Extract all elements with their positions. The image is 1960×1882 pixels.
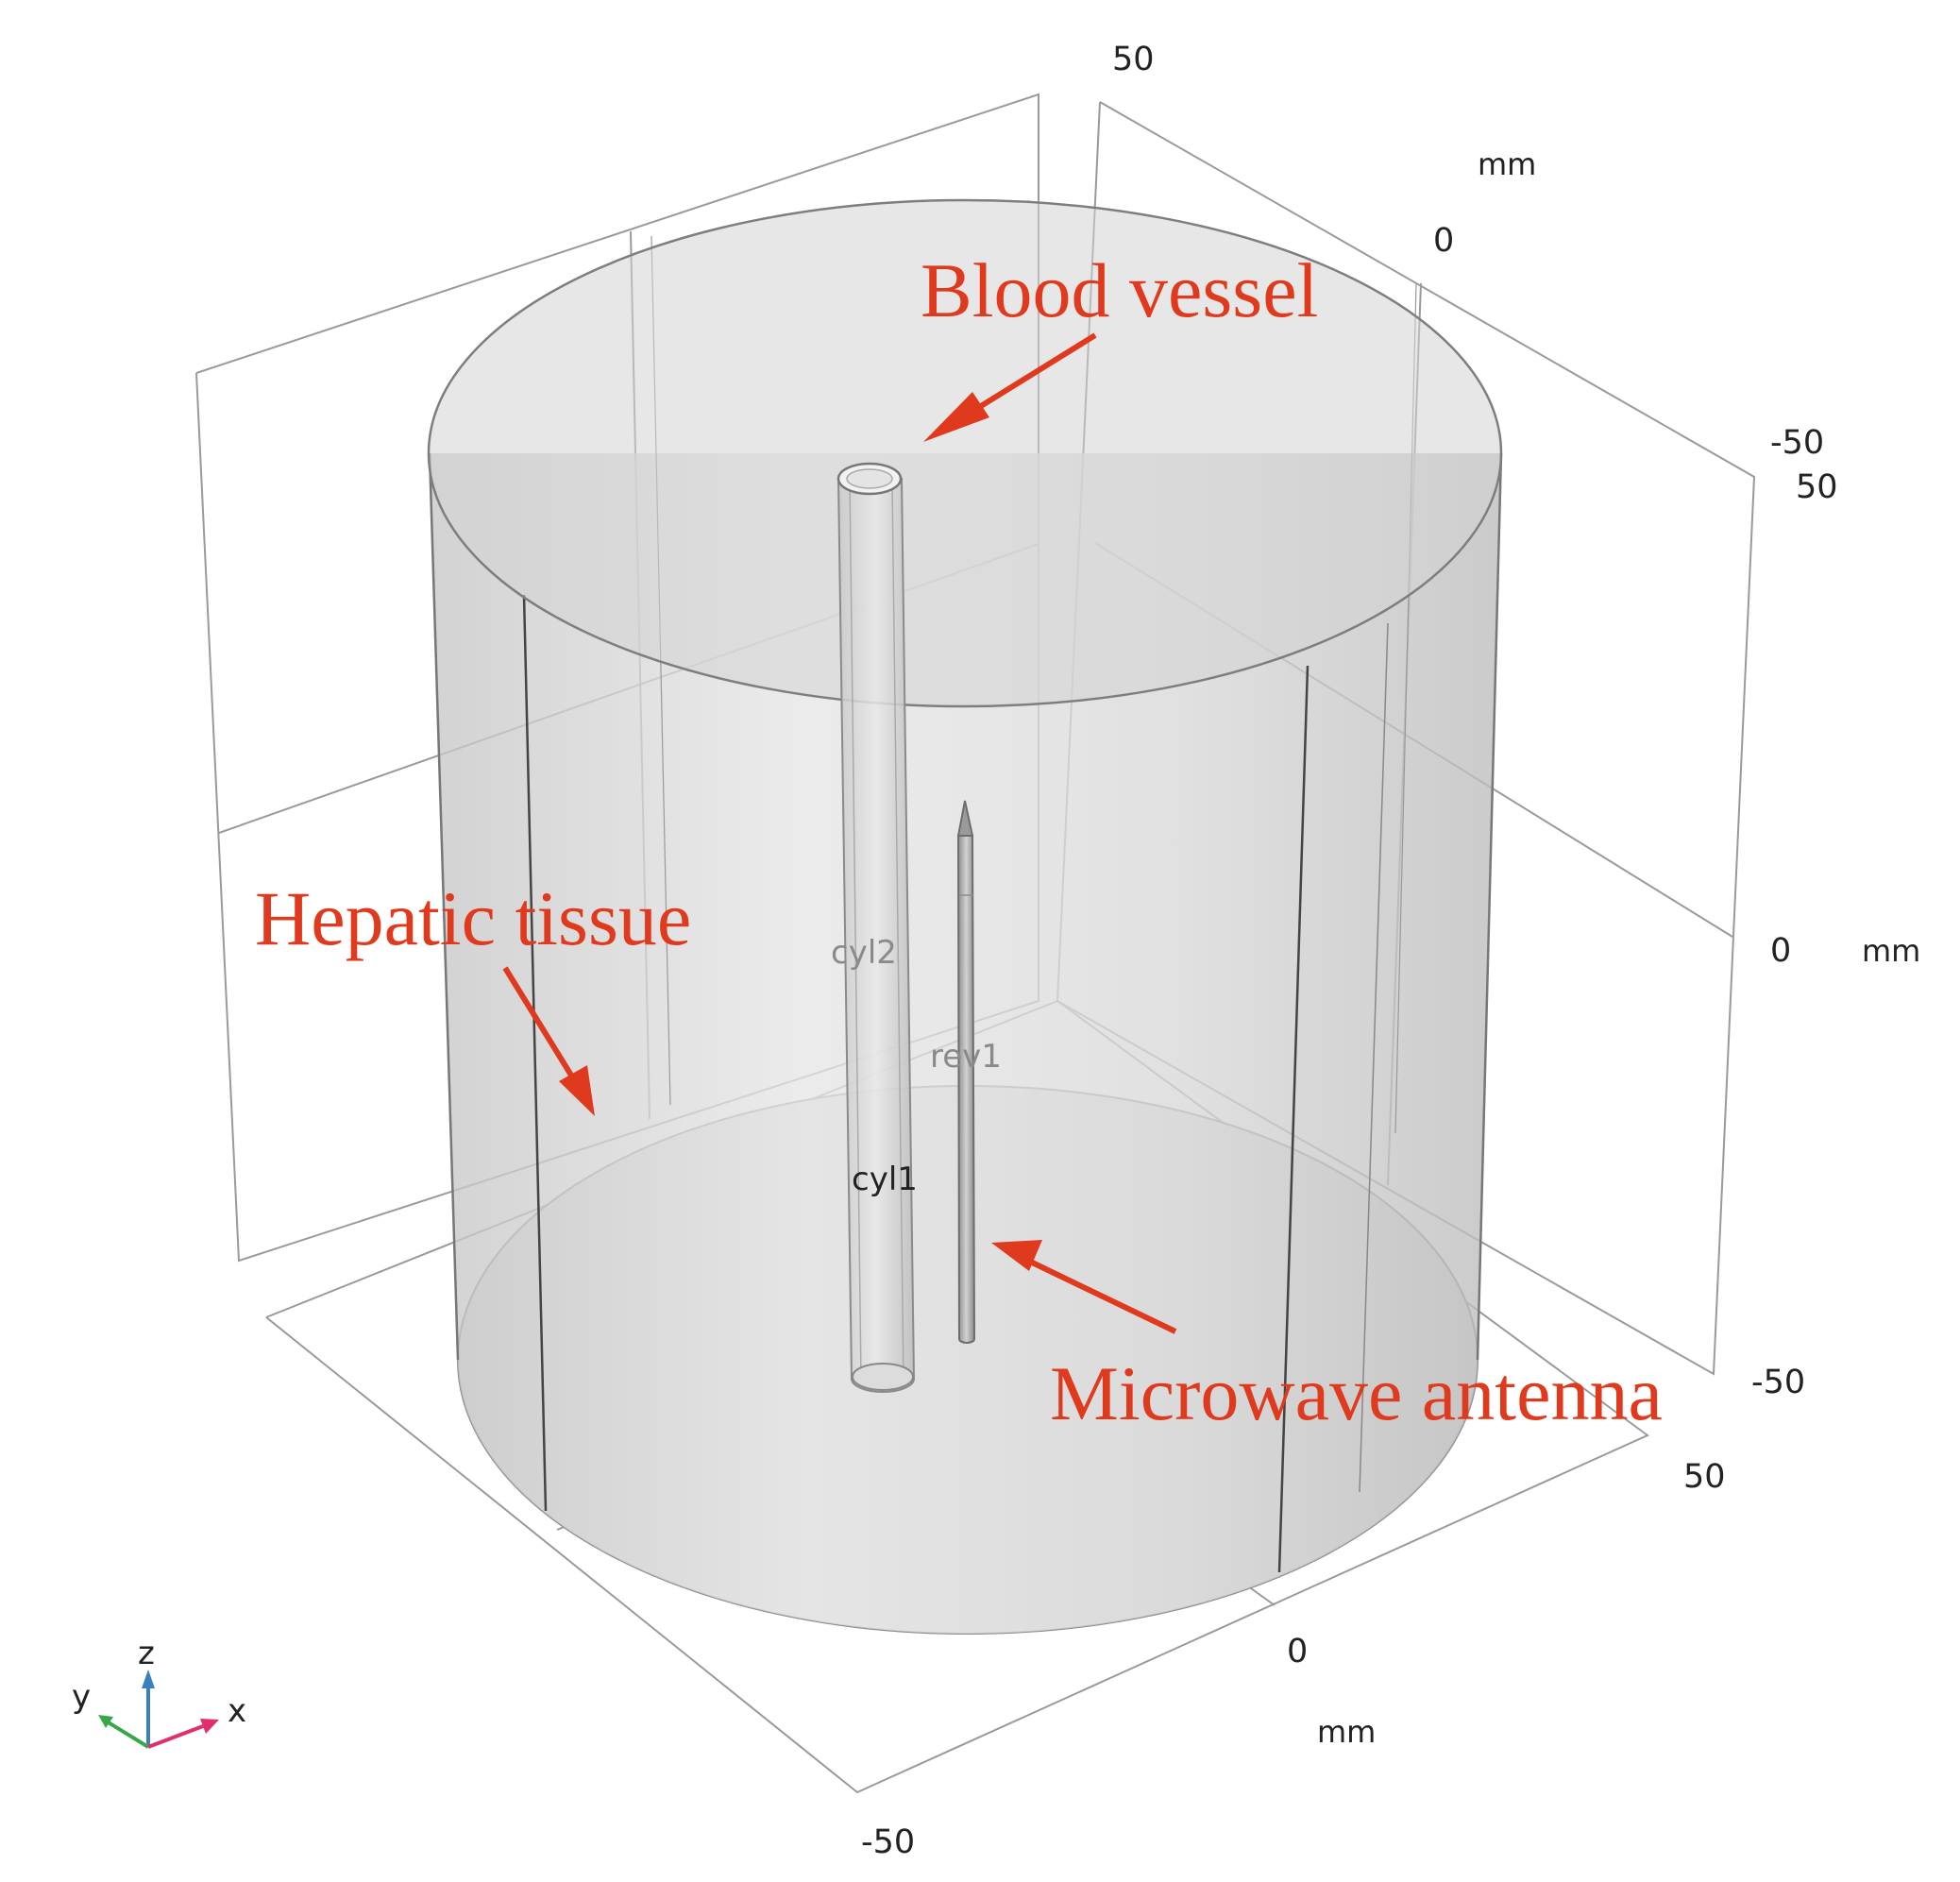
axis-triad: z y x bbox=[72, 1635, 246, 1749]
triad-y-label: y bbox=[72, 1678, 91, 1716]
z-axis-ticks: 50 0 -50 mm bbox=[1751, 468, 1920, 1401]
domain-label-rev1: rev1 bbox=[930, 1038, 1002, 1076]
microwave-antenna-arrow bbox=[1022, 1256, 1177, 1334]
blood-vessel-arrow-head bbox=[923, 392, 989, 442]
y-axis-ticks: -50 0 50 mm bbox=[1112, 41, 1824, 462]
y-tick-label: 50 bbox=[1112, 41, 1155, 78]
x-tick-label: 0 bbox=[1287, 1633, 1308, 1670]
annotation-hepatic-tissue: Hepatic tissue bbox=[255, 875, 691, 961]
z-tick-label: 50 bbox=[1796, 468, 1838, 506]
x-axis-ticks: 50 0 -50 mm bbox=[861, 1458, 1726, 1861]
x-tick-label: 50 bbox=[1683, 1458, 1726, 1496]
hepatic-tissue-arrow bbox=[502, 966, 581, 1088]
y-axis-unit: mm bbox=[1478, 146, 1536, 182]
z-tick-label: -50 bbox=[1751, 1364, 1805, 1401]
y-tick-label: 0 bbox=[1433, 222, 1454, 260]
y-tick-label: -50 bbox=[1770, 424, 1824, 462]
domain-label-cyl1: cyl1 bbox=[852, 1161, 918, 1198]
hepatic-tissue-cylinder bbox=[427, 198, 1503, 1635]
x-tick-label: -50 bbox=[861, 1823, 915, 1861]
triad-z-label: z bbox=[138, 1635, 155, 1672]
z-axis-unit: mm bbox=[1862, 933, 1920, 969]
triad-x-label: x bbox=[228, 1692, 246, 1730]
hepatic-tissue-arrow-head bbox=[559, 1065, 595, 1116]
z-tick-label: 0 bbox=[1770, 932, 1791, 970]
domain-label-cyl2: cyl2 bbox=[831, 934, 897, 972]
blood-vessel-tube bbox=[836, 462, 916, 1393]
microwave-antenna-arrow-head bbox=[991, 1240, 1042, 1271]
annotation-microwave-antenna: Microwave antenna bbox=[1050, 1350, 1663, 1436]
microwave-antenna-probe bbox=[956, 800, 976, 1344]
annotation-arrows bbox=[502, 332, 1177, 1334]
annotation-blood-vessel: Blood vessel bbox=[921, 247, 1318, 333]
x-axis-unit: mm bbox=[1317, 1714, 1376, 1750]
